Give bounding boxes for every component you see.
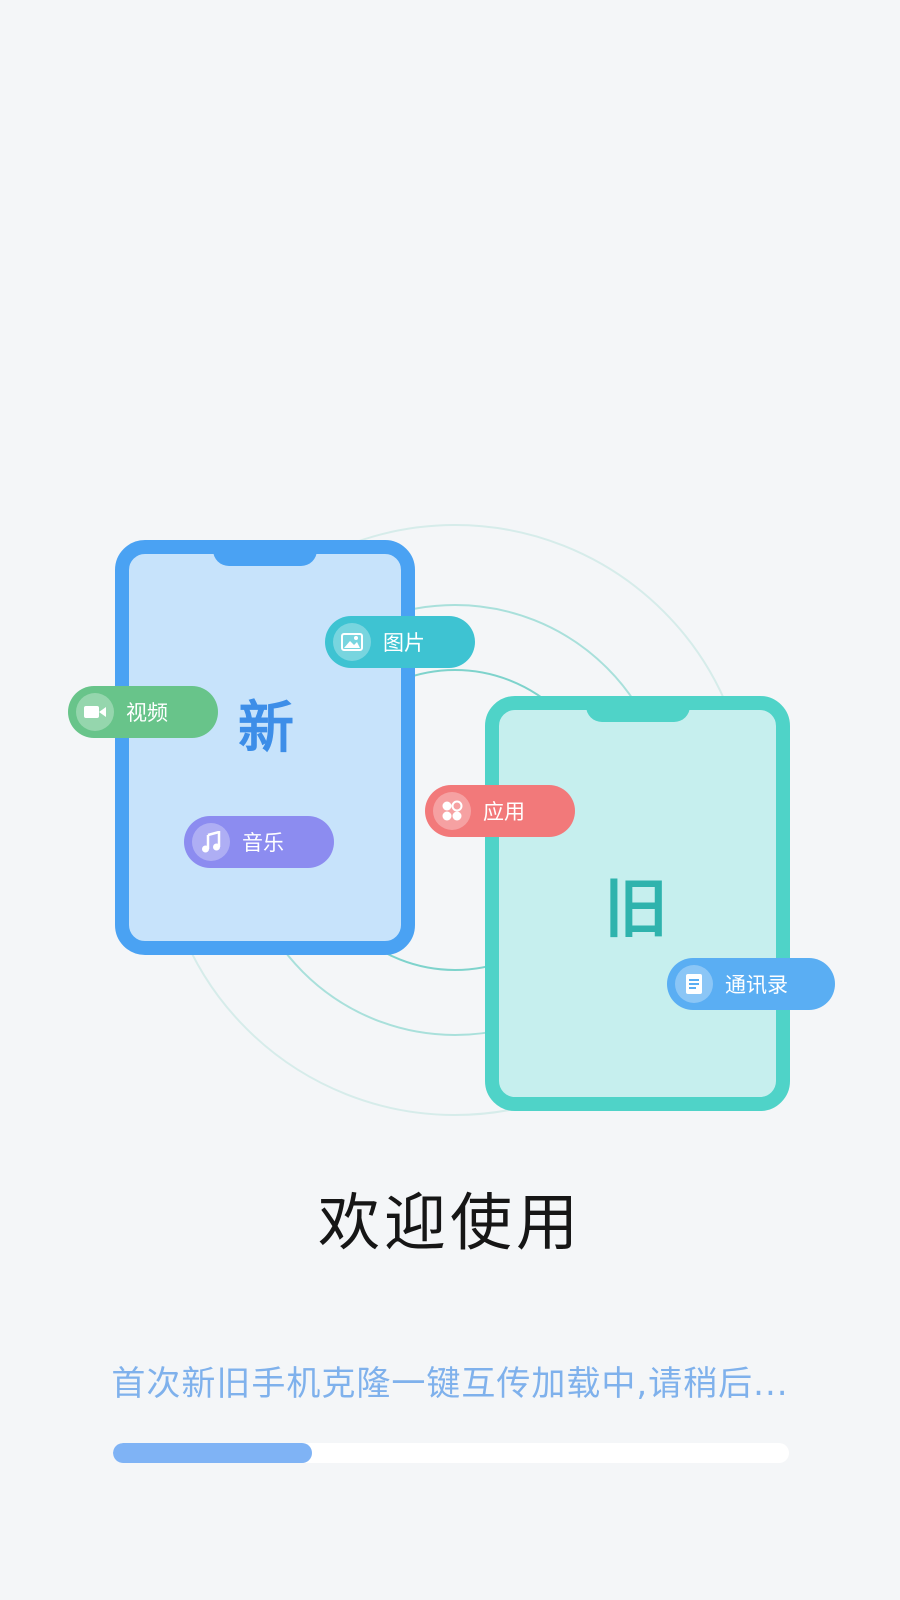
new-phone	[115, 540, 415, 955]
app-pill: 应用	[425, 785, 575, 837]
welcome-title: 欢迎使用	[317, 1186, 582, 1259]
phone-clone-illustration: 新 旧 图片 视频 音乐 应用	[68, 524, 835, 1116]
loading-progress-fill	[113, 1443, 313, 1463]
old-phone-label: 旧	[604, 873, 668, 947]
loading-message: 首次新旧手机克隆一键互传加载中,请稍后...	[111, 1364, 789, 1404]
image-pill: 图片	[325, 616, 475, 668]
image-icon	[333, 623, 371, 661]
music-note-icon	[192, 823, 230, 861]
document-icon	[675, 965, 713, 1003]
app-pill-label: 应用	[483, 800, 525, 824]
image-pill-label: 图片	[383, 631, 425, 655]
loading-progress-bar	[113, 1443, 789, 1463]
video-pill-label: 视频	[126, 701, 168, 725]
music-pill: 音乐	[184, 816, 334, 868]
music-pill-label: 音乐	[242, 831, 284, 855]
new-phone-label: 新	[238, 696, 294, 761]
contacts-pill-label: 通讯录	[725, 973, 788, 997]
apps-grid-icon	[433, 792, 471, 830]
video-pill: 视频	[68, 686, 218, 738]
phone-notch	[213, 540, 317, 566]
phone-notch	[585, 696, 690, 722]
video-camera-icon	[76, 693, 114, 731]
contacts-pill: 通讯录	[667, 958, 835, 1010]
